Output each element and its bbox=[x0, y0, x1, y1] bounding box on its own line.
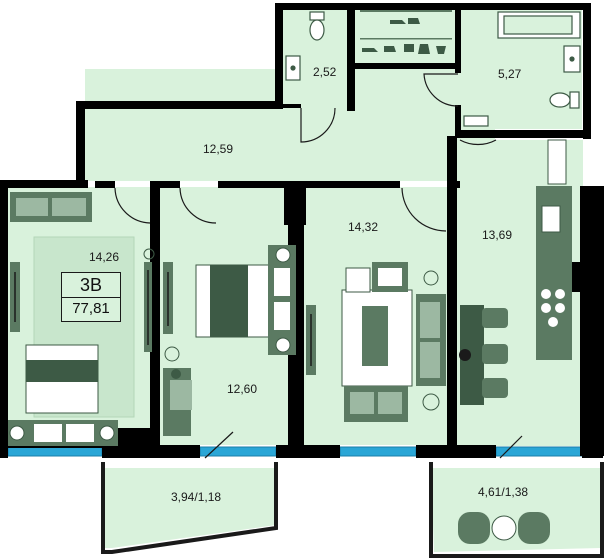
coffee-table bbox=[362, 306, 388, 366]
wall bbox=[3, 180, 88, 188]
side-table bbox=[491, 515, 517, 541]
balcony-left-outline bbox=[101, 462, 278, 554]
area-balcony-left: 3,94/1,18 bbox=[171, 490, 222, 504]
wall bbox=[355, 63, 455, 69]
wall bbox=[76, 101, 283, 109]
armchair-icon bbox=[518, 512, 550, 544]
towel-rack bbox=[463, 115, 489, 127]
door-balcony-left bbox=[204, 431, 234, 459]
floor-balcony-left bbox=[103, 468, 276, 548]
armchair-icon bbox=[345, 267, 371, 293]
area-bedroom-left: 14,26 bbox=[89, 250, 120, 264]
bedroom-middle-furniture bbox=[163, 245, 296, 436]
living-room-furniture bbox=[306, 262, 446, 422]
wall bbox=[447, 181, 457, 201]
wall bbox=[455, 130, 583, 138]
shoe-rack-icon bbox=[360, 10, 452, 54]
area-bathroom: 5,27 bbox=[498, 67, 522, 81]
wall bbox=[580, 186, 604, 456]
plant-icon bbox=[422, 393, 440, 411]
area-kitchen: 13,69 bbox=[482, 228, 513, 242]
area-wc: 2,52 bbox=[313, 65, 337, 79]
apartment-badge: 3В 77,81 bbox=[61, 272, 121, 322]
plant-icon bbox=[423, 270, 439, 286]
wall bbox=[284, 185, 306, 225]
area-hall: 12,59 bbox=[203, 142, 234, 156]
balcony-right-outline bbox=[429, 462, 604, 558]
wall bbox=[150, 181, 160, 445]
wall bbox=[276, 445, 340, 458]
wall bbox=[583, 3, 591, 139]
sink-icon bbox=[569, 56, 575, 62]
balcony-right-furniture bbox=[458, 512, 550, 544]
door-bedroom-left bbox=[114, 187, 151, 224]
plant-icon bbox=[143, 248, 155, 260]
toilet-icon bbox=[309, 11, 325, 21]
door-bath bbox=[423, 73, 459, 107]
floor-hall bbox=[85, 69, 495, 181]
wall bbox=[283, 104, 301, 108]
apartment-type: 3В bbox=[62, 273, 120, 298]
area-bedroom-middle: 12,60 bbox=[227, 382, 258, 396]
plant-icon bbox=[164, 346, 180, 362]
door-living bbox=[401, 187, 447, 232]
doors bbox=[114, 73, 523, 459]
toilet-icon bbox=[569, 91, 580, 109]
wall bbox=[347, 3, 355, 111]
sink-icon bbox=[290, 65, 296, 71]
wall bbox=[275, 3, 583, 10]
armchair-icon bbox=[99, 425, 115, 441]
toilet-icon bbox=[549, 92, 571, 108]
armchair-icon bbox=[9, 425, 25, 441]
door-wc bbox=[300, 107, 336, 143]
door-kitchen-hall bbox=[459, 139, 497, 146]
wall bbox=[275, 3, 283, 107]
door-bedroom-middle bbox=[179, 187, 217, 224]
wall bbox=[455, 3, 461, 73]
window-bedroom-left bbox=[7, 446, 103, 457]
wall bbox=[218, 181, 400, 188]
floor-balcony-right bbox=[431, 468, 601, 552]
wall bbox=[455, 105, 461, 136]
sanitary bbox=[285, 11, 581, 127]
wall bbox=[150, 181, 180, 188]
balcony-outlines bbox=[101, 462, 604, 558]
wall bbox=[95, 181, 115, 188]
window-living bbox=[339, 446, 417, 457]
wall bbox=[0, 180, 8, 458]
armchair-icon bbox=[458, 512, 490, 544]
wall bbox=[416, 445, 496, 458]
door-balcony-right bbox=[499, 435, 523, 459]
wall bbox=[148, 445, 200, 458]
wall bbox=[447, 136, 457, 446]
apartment-total-area: 77,81 bbox=[72, 300, 110, 317]
wall bbox=[76, 101, 85, 187]
area-balcony-right: 4,61/1,38 bbox=[478, 485, 529, 499]
area-living-room: 14,32 bbox=[348, 220, 379, 234]
kitchen-furniture bbox=[459, 139, 572, 405]
bedroom-left-furniture bbox=[8, 192, 155, 446]
toilet-icon bbox=[309, 19, 325, 41]
bathtub-icon bbox=[503, 15, 573, 35]
